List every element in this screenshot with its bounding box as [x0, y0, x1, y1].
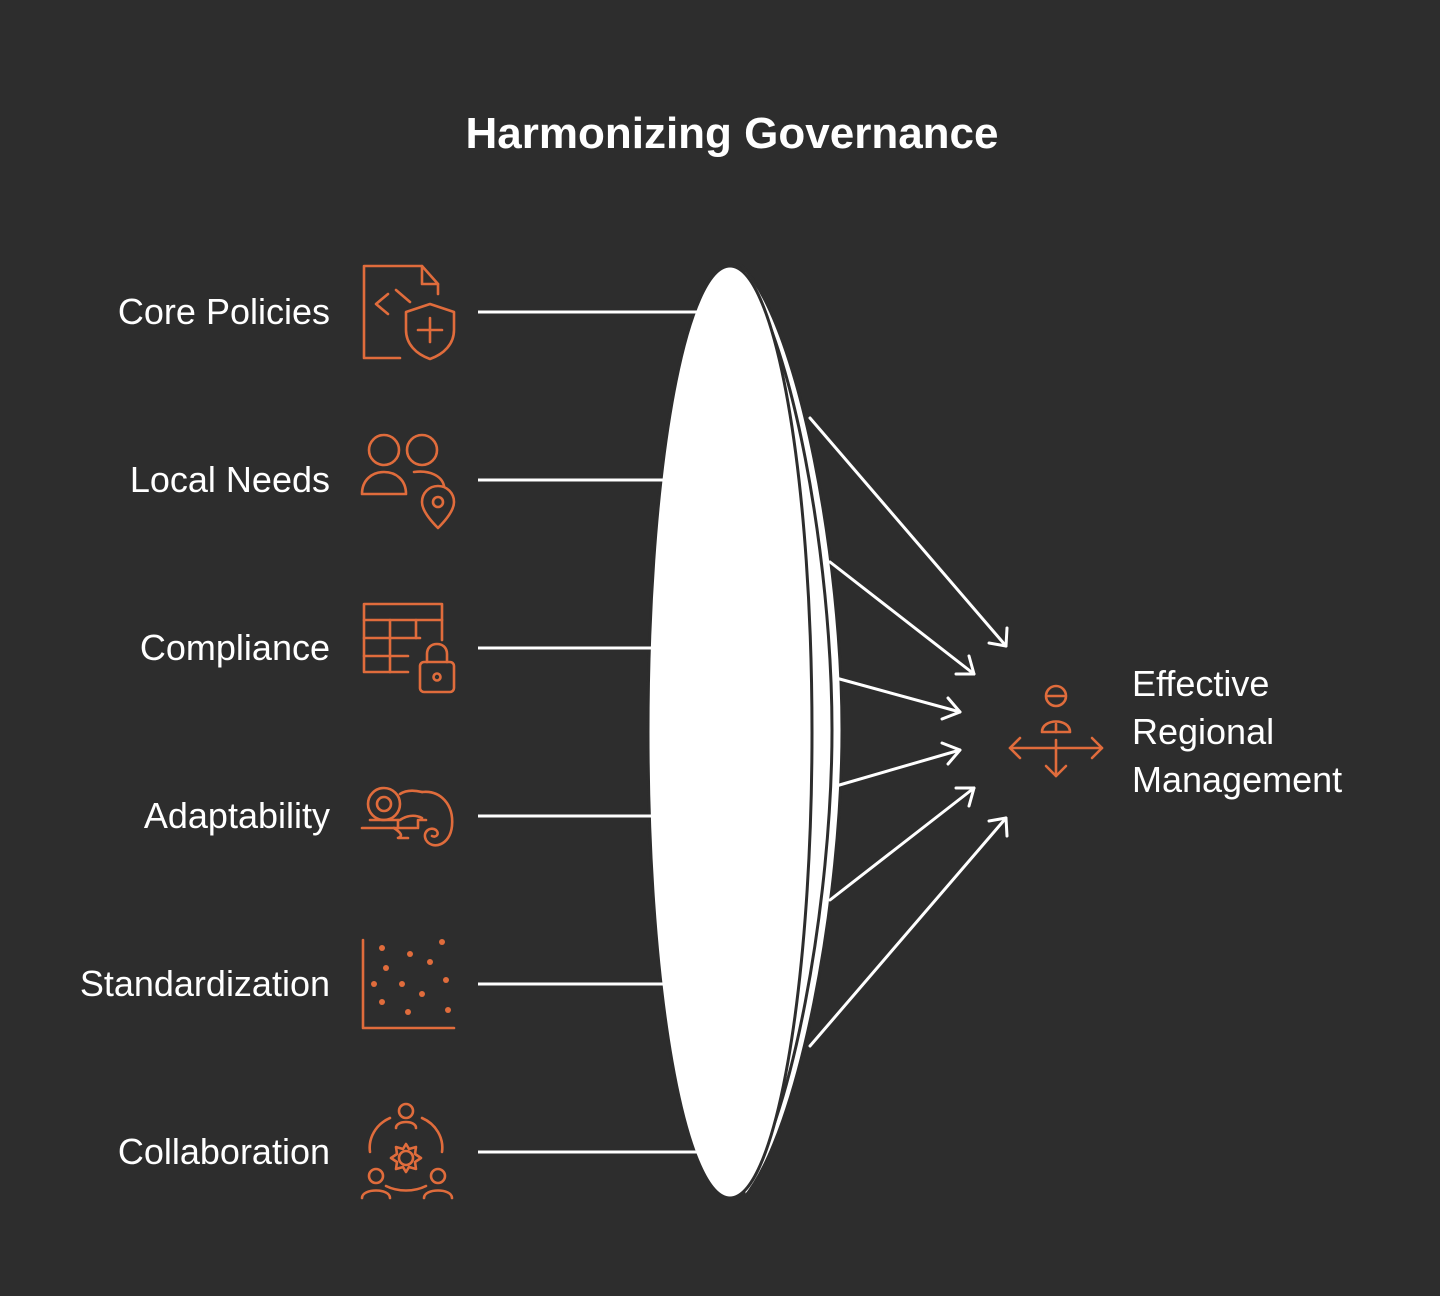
input-connectors	[478, 310, 704, 1154]
input-labels: Core Policies Local Needs Compliance Ada…	[80, 291, 330, 1172]
table-lock-icon	[362, 602, 456, 694]
input-label-collaboration: Collaboration	[118, 1131, 330, 1172]
arrow	[808, 816, 1009, 1048]
output-arrows	[808, 416, 1009, 1048]
arrow	[808, 416, 1009, 648]
input-label-standardization: Standardization	[80, 963, 330, 1004]
team-gear-icon	[360, 1102, 454, 1200]
lens	[646, 261, 844, 1203]
arrow	[834, 676, 962, 721]
output-label: Effective Regional Management	[1132, 663, 1342, 800]
input-label-adaptability: Adaptability	[144, 795, 330, 836]
output-label-line: Regional	[1132, 711, 1274, 752]
input-label-core-policies: Core Policies	[118, 291, 330, 332]
arrow	[828, 560, 976, 676]
arrow	[834, 741, 962, 788]
chameleon-icon	[360, 786, 454, 847]
output-label-line: Management	[1132, 759, 1342, 800]
document-shield-icon	[362, 264, 456, 361]
users-location-icon	[360, 433, 456, 530]
output-label-line: Effective	[1132, 663, 1269, 704]
arrow	[828, 786, 976, 902]
input-label-local-needs: Local Needs	[130, 459, 330, 500]
page-title: Harmonizing Governance	[465, 109, 998, 158]
scatter-plot-icon	[361, 938, 456, 1030]
person-arrows-icon	[1008, 684, 1104, 778]
input-label-compliance: Compliance	[140, 627, 330, 668]
